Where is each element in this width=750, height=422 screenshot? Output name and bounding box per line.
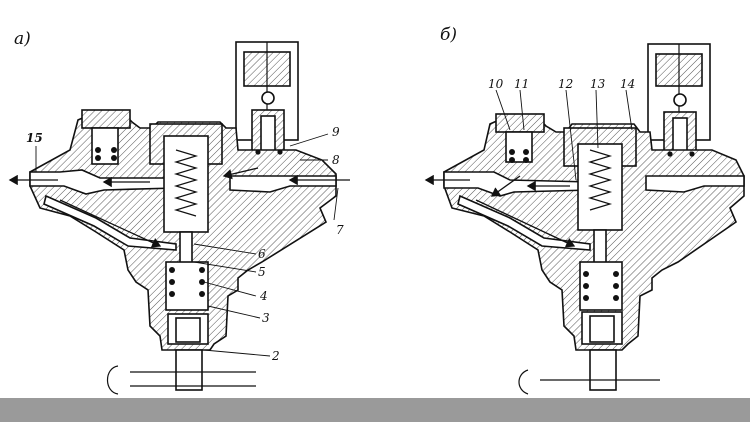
plunger-barrel-a: [235, 41, 299, 157]
return-channel-a: [43, 194, 177, 251]
outlet-channel-b: [645, 175, 745, 193]
plunger-barrel-b: [647, 43, 711, 159]
callout-15: 15: [26, 131, 43, 145]
callout-10: 10: [488, 77, 504, 91]
return-channel-b: [457, 194, 591, 251]
panel-b-label: б): [440, 25, 457, 45]
regulator-b: [563, 127, 637, 291]
callout-3: 3: [262, 311, 270, 325]
camshaft-b: [518, 349, 660, 395]
delivery-valve-a: [255, 149, 283, 155]
callout-5: 5: [258, 265, 266, 279]
callout-11: 11: [514, 77, 529, 91]
lower-spring-b: [579, 261, 623, 345]
callout-14: 14: [620, 77, 635, 91]
panel-a-label: а): [14, 29, 31, 49]
callout-9: 9: [332, 125, 340, 139]
flow-arrow-upper-a: [222, 167, 259, 180]
bottom-band: [0, 398, 750, 422]
flow-arrow-return-a: [59, 199, 162, 248]
left-valve-a: [81, 109, 131, 165]
callout-12: 12: [558, 77, 573, 91]
panel-a: а): [8, 29, 350, 395]
camshaft-a: [106, 349, 256, 395]
delivery-valve-b: [667, 151, 695, 157]
regulator-a: [149, 123, 223, 293]
panel-b: б): [424, 25, 745, 395]
flow-arrow-return-b: [475, 199, 576, 248]
callout-6: 6: [258, 247, 266, 261]
callout-2: 2: [271, 349, 280, 363]
callout-7: 7: [336, 223, 344, 237]
left-valve-b: [495, 113, 545, 163]
callout-8: 8: [332, 153, 340, 167]
callout-4: 4: [259, 289, 268, 303]
callout-13: 13: [590, 77, 606, 91]
lower-spring-a: [165, 261, 209, 345]
flow-arrow-bypass-b: [490, 175, 521, 197]
